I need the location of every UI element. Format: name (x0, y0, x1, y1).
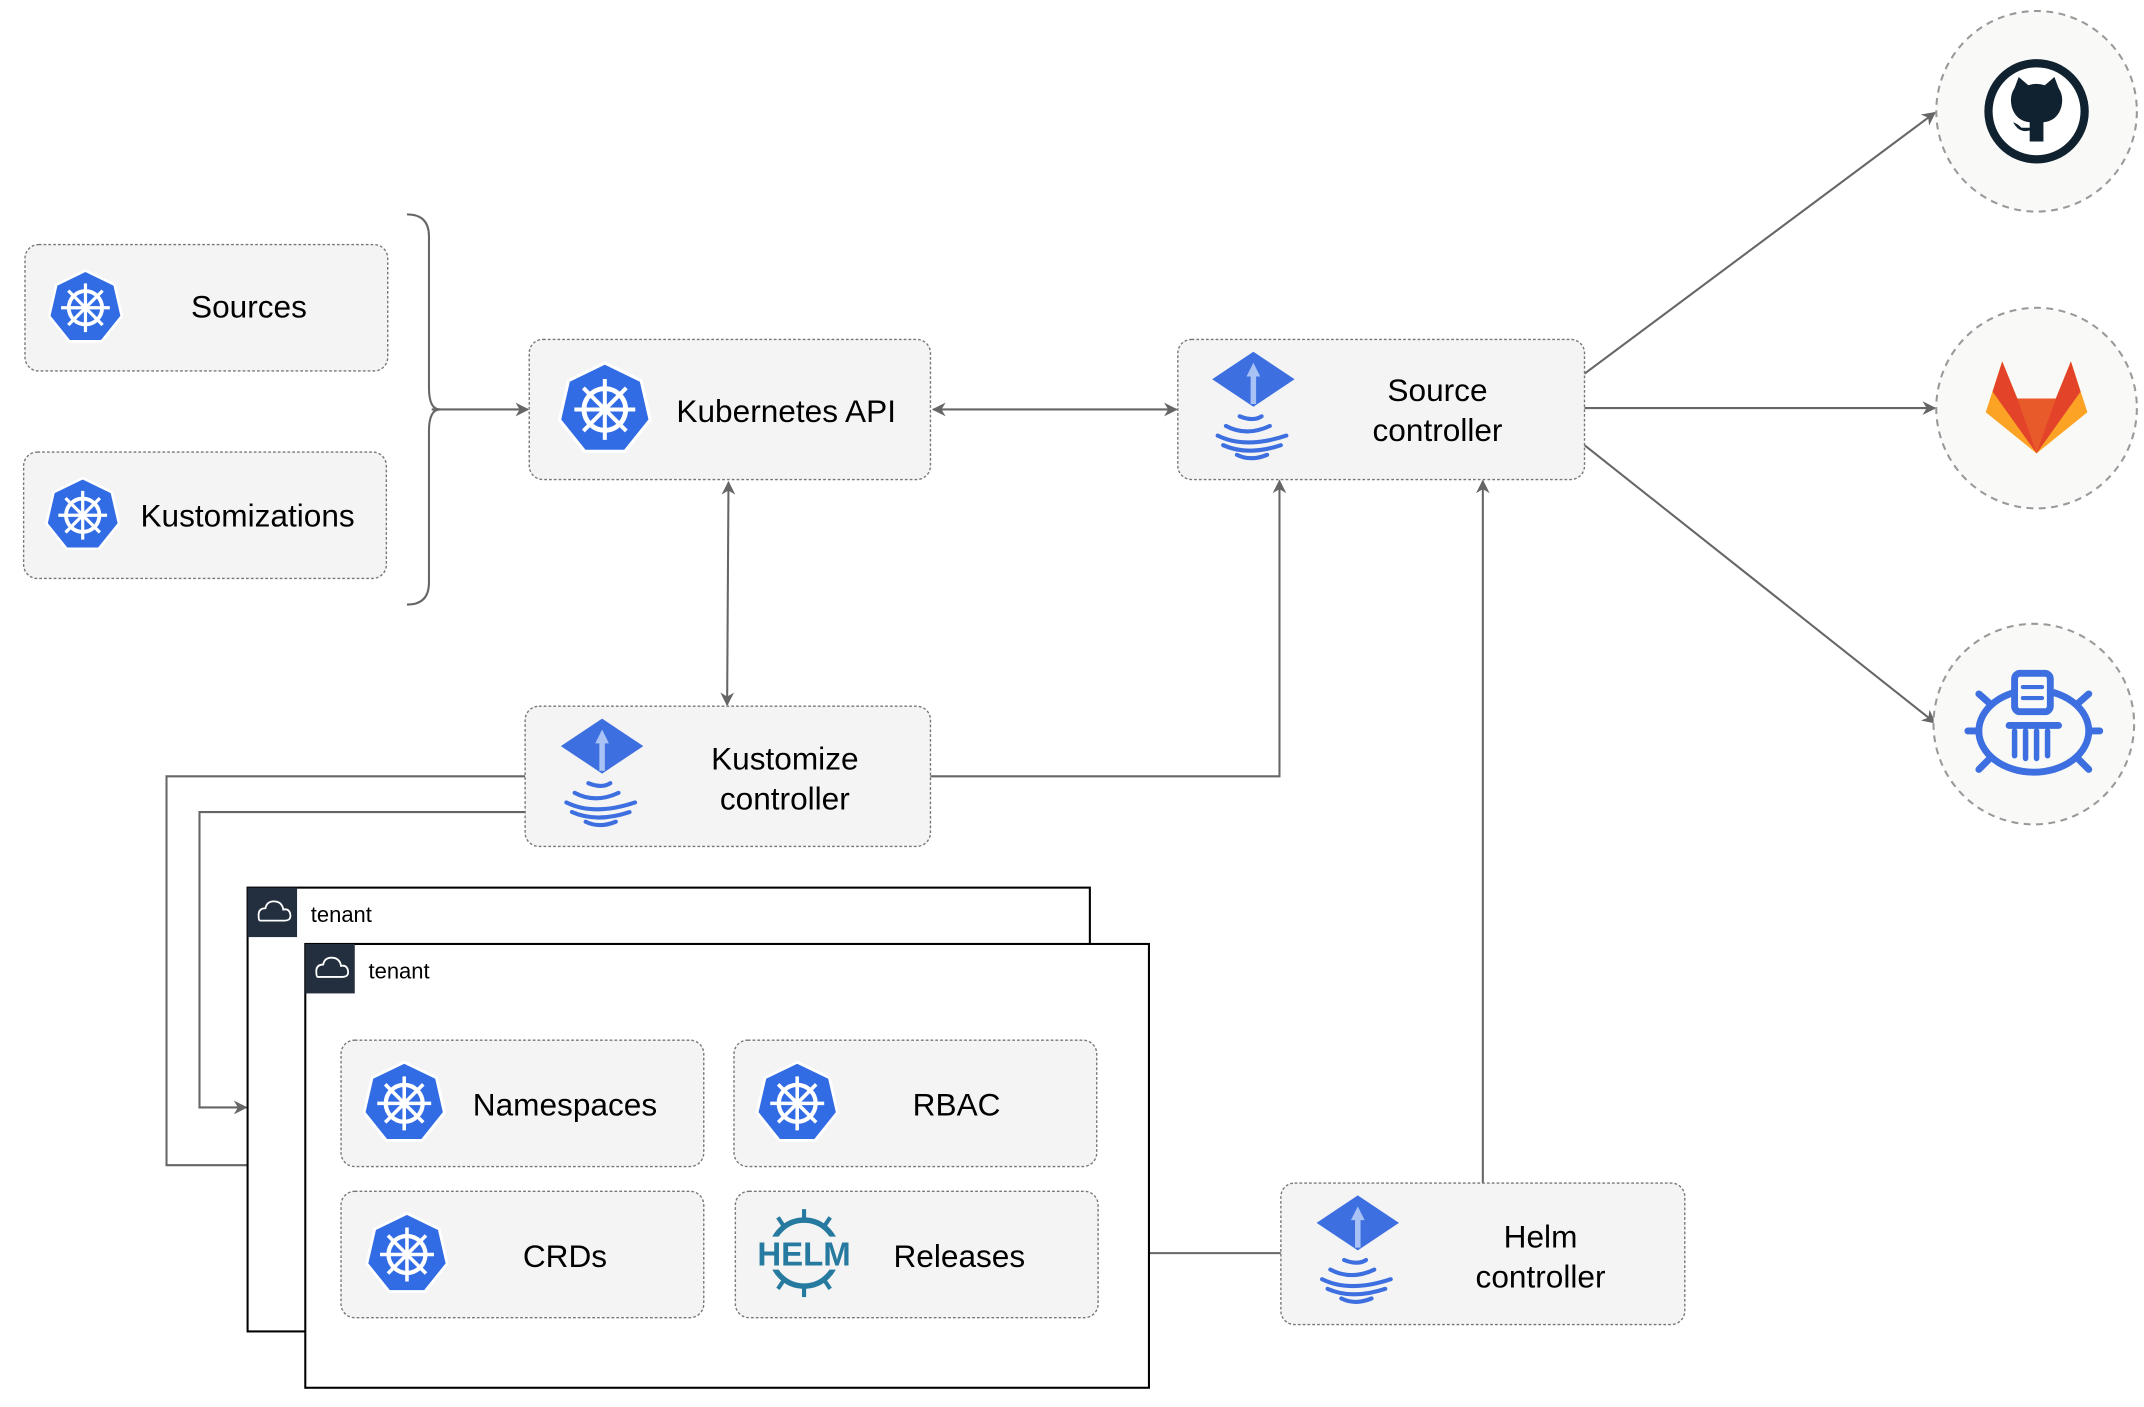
helm-controller-node[interactable]: Helm controller (1280, 1182, 1686, 1326)
namespaces-label: Namespaces (473, 1087, 657, 1123)
kustomize-controller-node[interactable]: Kustomize controller (524, 705, 932, 848)
namespaces-node[interactable]: Namespaces (340, 1039, 705, 1168)
edge-source-to-github (1583, 111, 1936, 375)
edge-kustomize-to-tenant-back (198, 811, 526, 1115)
crds-node[interactable]: CRDs (340, 1190, 705, 1319)
source-controller-node[interactable]: Source controller (1177, 338, 1586, 481)
releases-label: Releases (893, 1238, 1025, 1274)
kustomizations-label: Kustomizations (140, 497, 354, 533)
source-controller-label-line2: controller (1373, 412, 1503, 448)
gitlab-node[interactable] (1935, 306, 2138, 510)
releases-node[interactable]: HELM Releases (734, 1190, 1099, 1319)
helm-icon: HELM (755, 1209, 853, 1298)
edge-source-to-bucket (1583, 444, 1936, 724)
helm-logo-text: HELM (757, 1235, 850, 1272)
edge-kustomize-to-source (930, 479, 1287, 778)
helm-controller-label-line2: controller (1476, 1258, 1606, 1294)
rbac-label: RBAC (913, 1087, 1001, 1123)
bucket-node[interactable] (1932, 622, 2136, 826)
tenant-label: tenant (369, 958, 430, 983)
github-node[interactable] (1935, 9, 2138, 213)
rbac-node[interactable]: RBAC (733, 1039, 1098, 1168)
kustomize-controller-label-line2: controller (720, 780, 850, 816)
kustomize-controller-label-line1: Kustomize (711, 740, 858, 776)
kubernetes-api-node[interactable]: Kubernetes API (528, 338, 932, 481)
helm-controller-label-line1: Helm (1504, 1219, 1578, 1255)
kustomizations-node[interactable]: Kustomizations (22, 451, 388, 580)
source-controller-label-line1: Source (1387, 372, 1487, 408)
crds-label: CRDs (523, 1238, 607, 1274)
github-icon (1984, 59, 2089, 164)
sources-node[interactable]: Sources (24, 243, 389, 372)
bucket-icon (1964, 669, 2104, 776)
kubernetes-api-label: Kubernetes API (676, 393, 896, 429)
sources-label: Sources (191, 288, 307, 324)
tenant-label: tenant (311, 902, 372, 927)
gitlab-icon (1985, 361, 2088, 454)
tenant-front: tenant Namespaces RBAC CRDs (304, 942, 1150, 1389)
edge-api-kustomize-controller (720, 480, 736, 707)
edge-kustomize-to-tenant-front (165, 775, 526, 1173)
